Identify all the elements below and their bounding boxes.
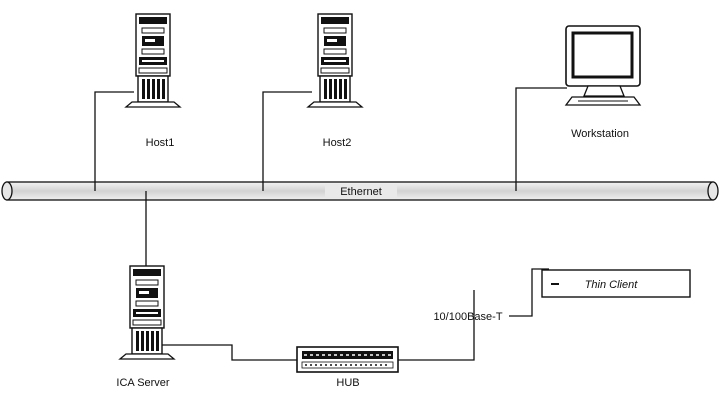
host2-label: Host2 xyxy=(323,137,352,149)
thin-client-label: Thin Client xyxy=(585,279,639,291)
workstation-node: Workstation xyxy=(564,25,642,140)
ica-server-label: ICA Server xyxy=(116,377,170,389)
link-type-label: 10/100Base-T xyxy=(433,311,502,323)
server-tower-icon xyxy=(125,13,181,108)
ethernet-backbone: Ethernet xyxy=(1,181,719,201)
workstation-label: Workstation xyxy=(571,128,629,140)
workstation-link xyxy=(515,87,567,191)
monitor-icon xyxy=(564,25,642,106)
connection-lines xyxy=(94,87,567,361)
thinclient-drop-link xyxy=(509,268,549,317)
ethernet-label: Ethernet xyxy=(340,186,382,198)
host1-node: Host1 xyxy=(125,13,181,149)
thin-client-node: Thin Client xyxy=(541,269,691,298)
thin-client-indicator-icon xyxy=(551,283,559,285)
host1-label: Host1 xyxy=(146,137,175,149)
hub-label: HUB xyxy=(336,377,359,389)
hub-icon xyxy=(296,346,399,373)
hub-thinclient-link xyxy=(398,290,475,361)
thin-client-box xyxy=(541,269,691,298)
hub-node: HUB xyxy=(296,346,399,389)
server-tower-icon xyxy=(307,13,363,108)
host2-link xyxy=(262,91,312,191)
server-hub-link xyxy=(160,344,297,361)
host2-node: Host2 xyxy=(307,13,363,149)
ica-server-node: ICA Server xyxy=(116,265,175,389)
host1-link xyxy=(94,91,134,191)
